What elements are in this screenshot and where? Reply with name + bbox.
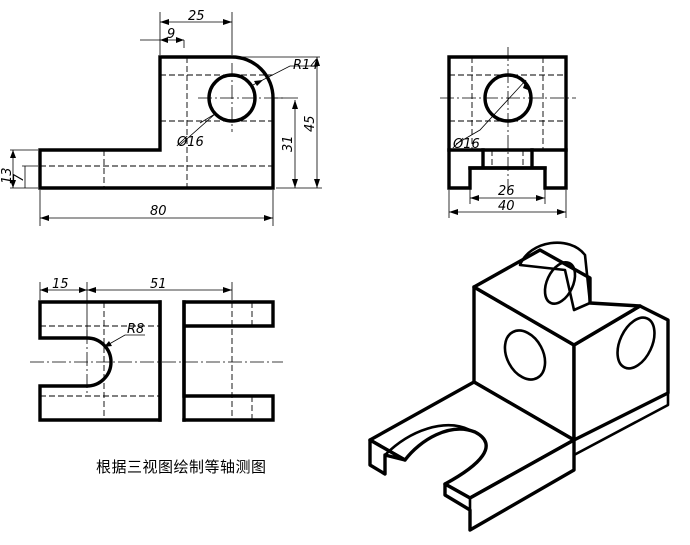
iso-slot-bottom [572, 391, 670, 457]
dim-31: 31 [281, 135, 296, 152]
iso-rear-ear [518, 241, 592, 312]
top-view: 15 51 R8 [30, 277, 283, 422]
top-view-right-outline [182, 300, 275, 422]
top-view-dimension-lines [39, 282, 233, 348]
dim-40: 40 [498, 199, 515, 214]
top-view-hidden-lines [40, 302, 253, 420]
side-view-center-lines [440, 47, 576, 196]
front-view-center-lines [198, 63, 283, 132]
side-view: Ø16 26 40 [440, 47, 576, 218]
front-view-hidden-lines [40, 57, 273, 188]
dim-26: 26 [498, 184, 515, 199]
dim-13: 13 [0, 167, 15, 184]
iso-base-front-face-right [443, 438, 576, 532]
dim-r8: R8 [127, 322, 144, 337]
dim-7: 7 [12, 173, 27, 182]
dim-25: 25 [188, 9, 205, 24]
front-view: 25 9 R14 Ø16 31 45 13 7 80 [0, 9, 322, 226]
side-view-dimension-lines [448, 79, 567, 218]
dim-r14: R14 [293, 58, 319, 73]
top-view-outline [38, 300, 162, 422]
iso-base-front-face [368, 438, 407, 476]
dim-9: 9 [167, 27, 175, 42]
dim-80: 80 [150, 204, 167, 219]
caption: 根据三视图绘制等轴测图 [96, 458, 267, 476]
dim-45: 45 [303, 115, 318, 132]
side-view-slot [468, 148, 547, 170]
dim-hole-16: Ø16 [176, 135, 204, 150]
isometric-view [368, 241, 670, 532]
iso-front-hole [503, 329, 547, 381]
side-view-hidden-lines [449, 57, 566, 168]
iso-side-hole [616, 316, 656, 370]
dim-15: 15 [52, 277, 69, 292]
side-dim-hole-16: Ø16 [452, 137, 480, 152]
dim-51: 51 [150, 277, 167, 292]
top-view-center-lines [30, 330, 283, 394]
iso-rear-hole [543, 261, 577, 305]
front-view-dimension-lines [10, 12, 322, 226]
iso-base-slot-lines [383, 424, 472, 532]
